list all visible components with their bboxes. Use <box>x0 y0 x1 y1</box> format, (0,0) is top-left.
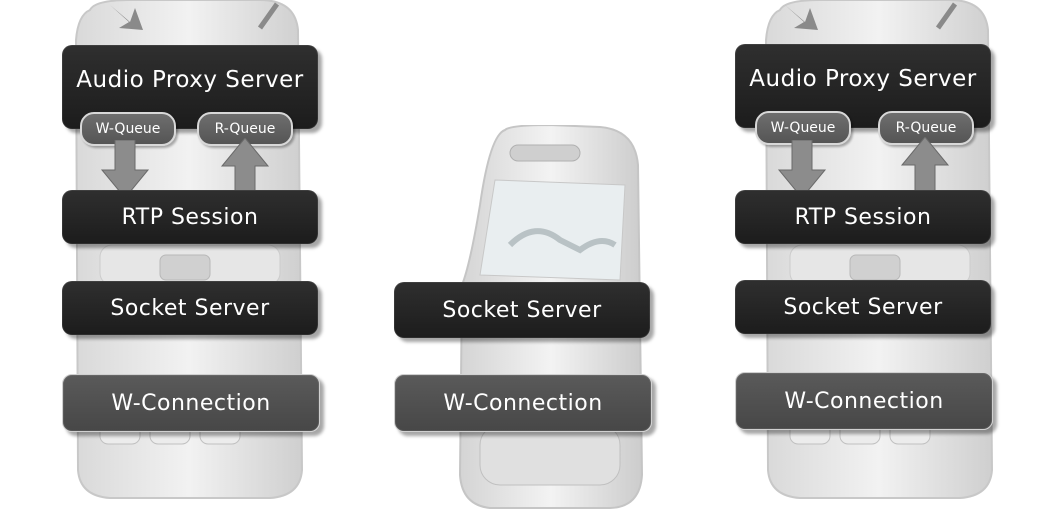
up-arrow-icon <box>220 138 270 197</box>
socket-server-box: Socket Server <box>735 280 991 334</box>
r-queue-pill: R-Queue <box>197 112 293 146</box>
down-arrow-icon <box>100 140 150 199</box>
socket-server-box: Socket Server <box>62 281 318 335</box>
outgoing-arrow-icon <box>257 2 280 30</box>
socket-server-label: Socket Server <box>442 297 602 323</box>
r-queue-label: R-Queue <box>214 121 276 137</box>
socket-server-box: Socket Server <box>394 282 650 338</box>
w-connection-label: W-Connection <box>111 390 271 416</box>
w-queue-label: W-Queue <box>95 121 161 137</box>
outgoing-arrow-icon <box>935 2 958 30</box>
socket-server-label: Socket Server <box>783 294 943 320</box>
r-queue-label: R-Queue <box>895 120 957 136</box>
w-queue-pill: W-Queue <box>80 112 176 146</box>
w-connection-box: W-Connection <box>62 374 320 432</box>
w-queue-label: W-Queue <box>770 120 836 136</box>
audio-proxy-server-label: Audio Proxy Server <box>76 67 304 93</box>
w-connection-box: W-Connection <box>394 374 652 432</box>
rtp-session-label: RTP Session <box>794 204 932 230</box>
rtp-session-label: RTP Session <box>121 204 259 230</box>
w-connection-label: W-Connection <box>784 388 944 414</box>
w-connection-label: W-Connection <box>443 390 603 416</box>
left-stack: 0 Audio Proxy Server W-Queue R-Queue RTP… <box>0 0 340 512</box>
w-connection-box: W-Connection <box>735 372 993 430</box>
down-arrow-icon <box>777 140 827 199</box>
socket-server-label: Socket Server <box>110 295 270 321</box>
up-arrow-icon <box>900 137 950 196</box>
audio-proxy-server-label: Audio Proxy Server <box>749 66 977 92</box>
incoming-arrow-icon <box>110 5 143 30</box>
right-stack: Audio Proxy Server W-Queue R-Queue RTP S… <box>705 0 1056 512</box>
middle-stack: Socket Server W-Connection <box>370 0 680 512</box>
rtp-session-box: RTP Session <box>735 190 991 244</box>
incoming-arrow-icon <box>785 5 818 30</box>
rtp-session-box: RTP Session <box>62 190 318 244</box>
